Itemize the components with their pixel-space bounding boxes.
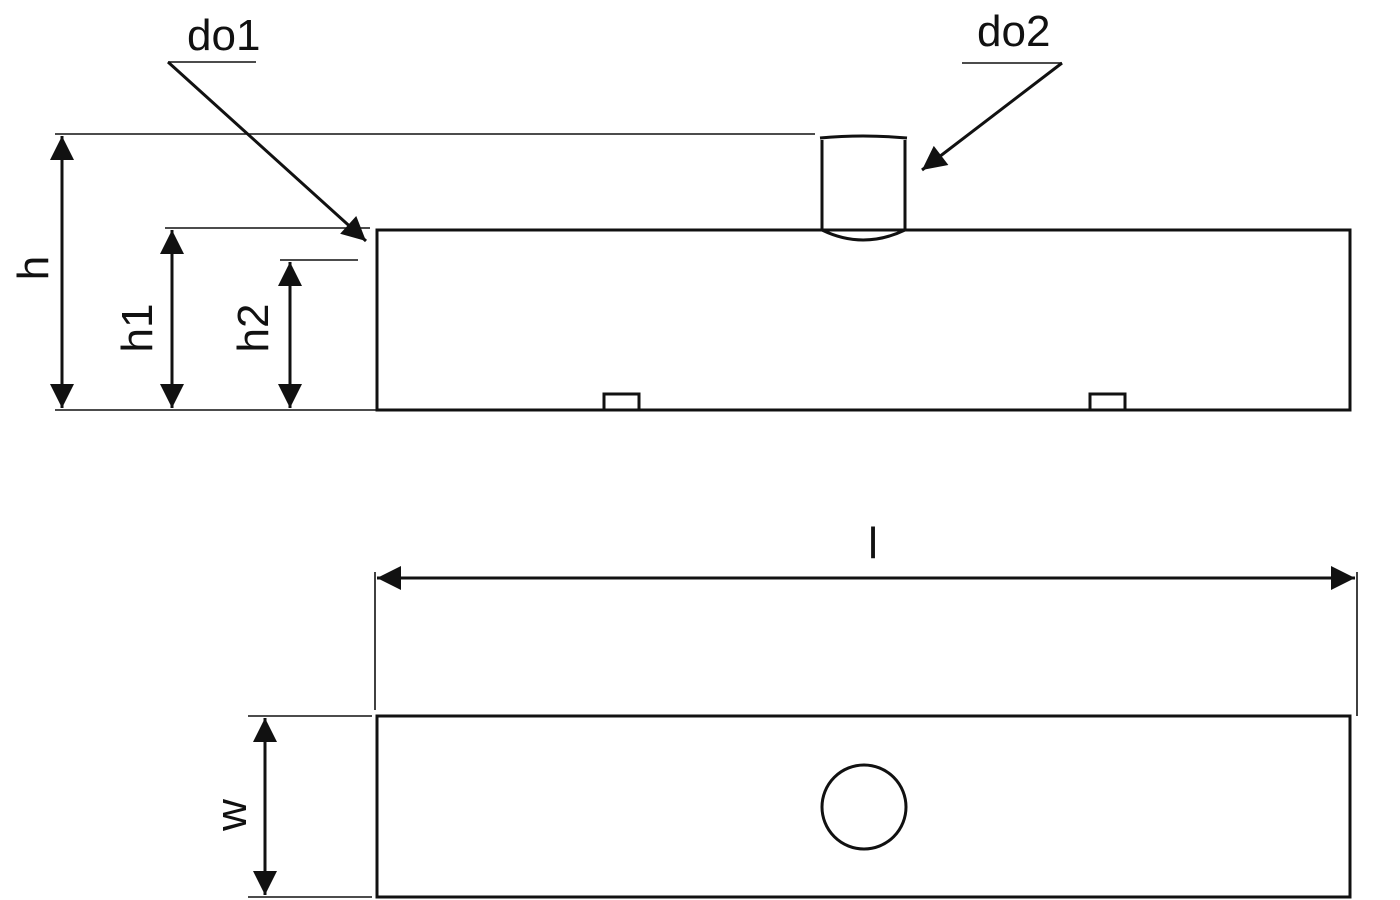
nozzle-opening-circle	[820, 763, 908, 851]
label-do2: do2	[977, 7, 1050, 56]
extension-lines	[55, 133, 1358, 898]
leader-do1	[166, 60, 368, 243]
leader-do2	[921, 61, 1063, 172]
top-nozzle	[819, 134, 908, 242]
label-h: h	[9, 256, 58, 280]
side-view	[375, 134, 1352, 412]
tank-top-body	[375, 714, 1352, 899]
top-view	[375, 714, 1352, 899]
tank-side-body	[375, 228, 1352, 412]
label-w: w	[207, 799, 256, 832]
support-foot-right	[1088, 392, 1127, 412]
support-foot-left	[602, 392, 641, 412]
label-do1: do1	[187, 11, 260, 60]
label-h2: h2	[229, 304, 278, 353]
label-h1: h1	[113, 304, 162, 353]
label-l: l	[868, 519, 878, 568]
